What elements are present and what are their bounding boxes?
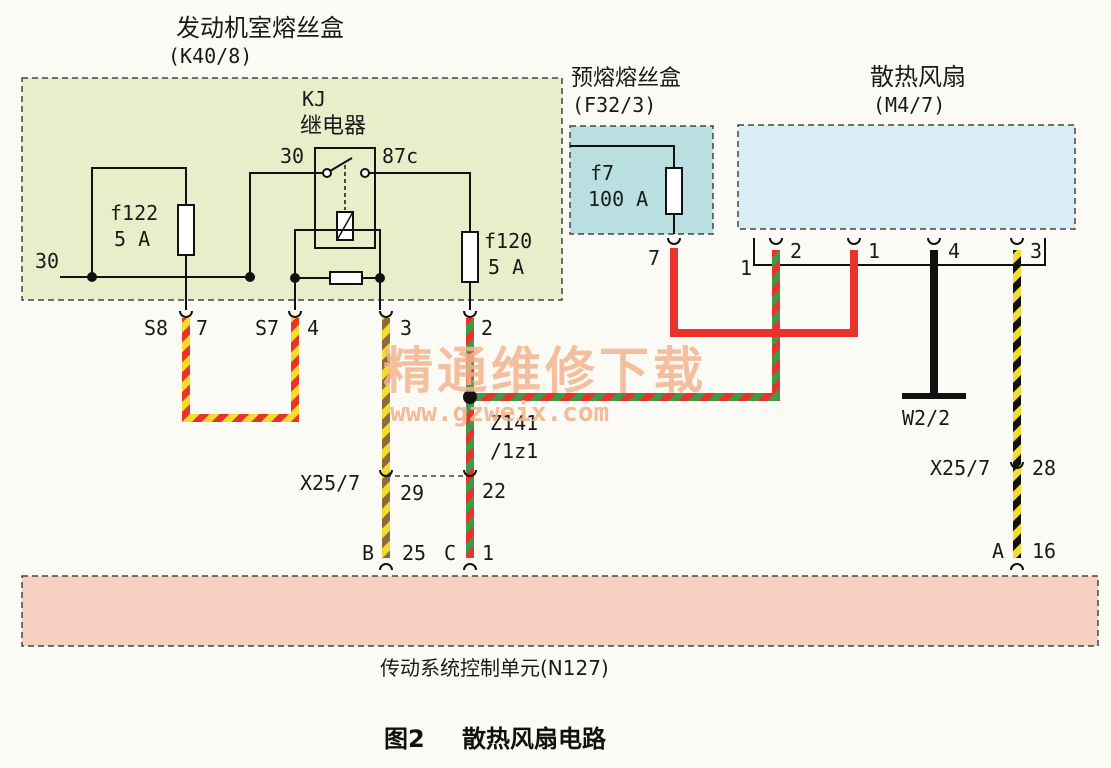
fan-pin-1: 1 [868,239,880,263]
tcu-pin-a: A [992,539,1004,563]
watermark-url: www.gzweix.com [390,398,609,428]
tcu-pin-1: 1 [482,541,494,565]
fan-code: (M4/7) [873,93,945,117]
relay-coil-mark [336,211,354,241]
tcu-pin-16: 16 [1032,539,1056,563]
fan-title: 散热风扇 [870,63,966,91]
fan-pin-2: 2 [790,239,802,263]
x25-right-name: X25/7 [930,456,990,480]
prefuse-title: 预熔熔丝盒 [571,66,681,91]
relay-title: KJ [302,87,326,111]
x25-left-name: X25/7 [300,471,360,495]
prefuse-code: (F32/3) [572,93,656,117]
wire-red-f7 [670,248,858,337]
wire-red-yellow [182,318,299,422]
tcu-pin-25: 25 [402,541,426,565]
relay-subtitle: 继电器 [300,114,366,139]
fuse-f7-rating: 100 A [588,187,648,211]
external-wiring [182,248,1021,558]
fuse-f120-name: f120 [484,229,532,253]
relay-pin-87c: 87c [382,144,418,168]
junction-s7 [290,273,300,283]
figure-number: 图2 [384,725,425,753]
x25-pin-29: 29 [400,481,424,505]
pin-4: 4 [307,316,319,340]
splice-line2: /1z1 [490,439,538,463]
splice-line1: Z141 [490,411,538,435]
junction-30-b [245,272,255,282]
fan-pin-1-left: 1 [740,256,752,280]
resistor [329,271,363,285]
fusebox-code: (K40/8) [168,44,252,68]
fuse-f122 [177,204,195,256]
fuse-f122-rating: 5 A [114,227,150,251]
splice-node [463,390,477,404]
tcu-pin-c: C [444,541,456,565]
tcu-box [21,575,1099,647]
relay-switch-arm [329,157,353,172]
fuse-f7-name: f7 [590,161,614,185]
fuse-f122-name: f122 [110,201,158,225]
fan-pin-4: 4 [948,239,960,263]
fuse-f7 [665,167,683,215]
fusebox-box [21,77,563,301]
pin-s7: S7 [255,316,279,340]
pin-3: 3 [400,316,412,340]
relay-body [314,147,376,249]
watermark-text: 精通维修下载 [383,342,707,400]
pin-cups [179,237,1024,571]
fuse-f120-rating: 5 A [488,255,524,279]
prefuse-pin-7: 7 [648,246,660,270]
fusebox-title: 发动机室熔丝盒 [176,14,344,42]
x25-pin-22: 22 [482,479,506,503]
fan-pin-3: 3 [1030,239,1042,263]
prefuse-wire [570,145,675,168]
tcu-title: 传动系统控制单元(N127) [380,656,609,680]
fan-connector-bar [753,238,1046,266]
relay-pin-30: 30 [280,144,304,168]
junction-30-a [87,272,97,282]
figure-title: 散热风扇电路 [462,725,607,753]
ground-label: W2/2 [902,406,950,430]
pin-s8: S8 [144,316,168,340]
fan-box [737,124,1076,230]
pin-7: 7 [196,316,208,340]
wire-green-red-fan [470,250,780,401]
relay-contact-right [360,168,370,178]
prefuse-box [569,125,714,235]
terminal-30-label: 30 [35,249,59,273]
x25-pin-28: 28 [1032,456,1056,480]
fuse-f120 [461,231,479,283]
junction-3 [375,273,385,283]
pin-2: 2 [481,316,493,340]
tcu-pin-b: B [362,541,374,565]
